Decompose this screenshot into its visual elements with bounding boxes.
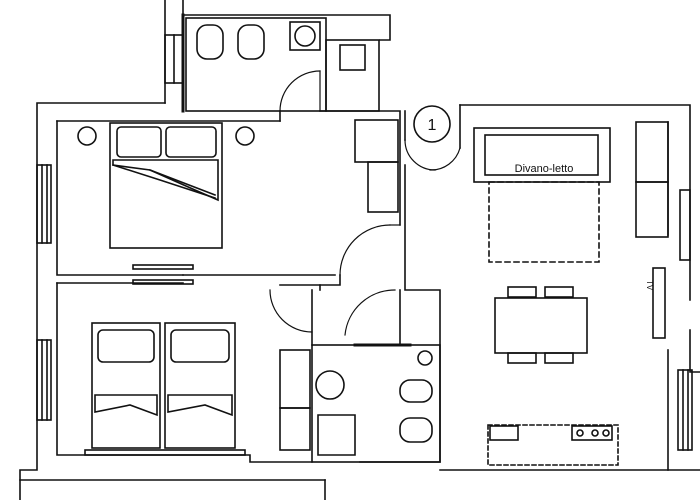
interior-walls	[56, 17, 669, 463]
stove-icon	[571, 425, 613, 441]
kitchen-counter	[487, 424, 619, 466]
shower-tray-icon	[317, 414, 356, 456]
sofa-bed	[473, 127, 611, 263]
lamp-icon	[235, 126, 255, 146]
double-bed	[77, 122, 255, 249]
windows	[36, 34, 693, 451]
outer-walls	[19, 0, 700, 500]
bathroom-top-fixtures	[196, 21, 366, 71]
wardrobe-doors	[132, 264, 194, 285]
bidet-icon	[399, 379, 433, 403]
lamp-icon	[77, 126, 97, 146]
shower-icon	[339, 44, 366, 71]
sofa-bed-label: Divano-letto	[515, 163, 574, 175]
dining-table	[494, 286, 588, 364]
toilet-icon	[196, 24, 224, 60]
sink-icon	[489, 425, 519, 441]
tv-label: TV	[645, 280, 654, 291]
sink-icon	[289, 21, 321, 51]
unit-marker-label: 1	[428, 117, 437, 134]
doors	[269, 70, 461, 336]
toilet-icon	[399, 417, 433, 443]
unit-marker: 1	[413, 105, 451, 143]
bidet-icon	[237, 24, 265, 60]
bathroom-bottom-fixtures	[315, 343, 433, 456]
tv-unit	[652, 267, 666, 339]
sink-icon	[315, 370, 345, 400]
twin-beds	[84, 322, 246, 456]
